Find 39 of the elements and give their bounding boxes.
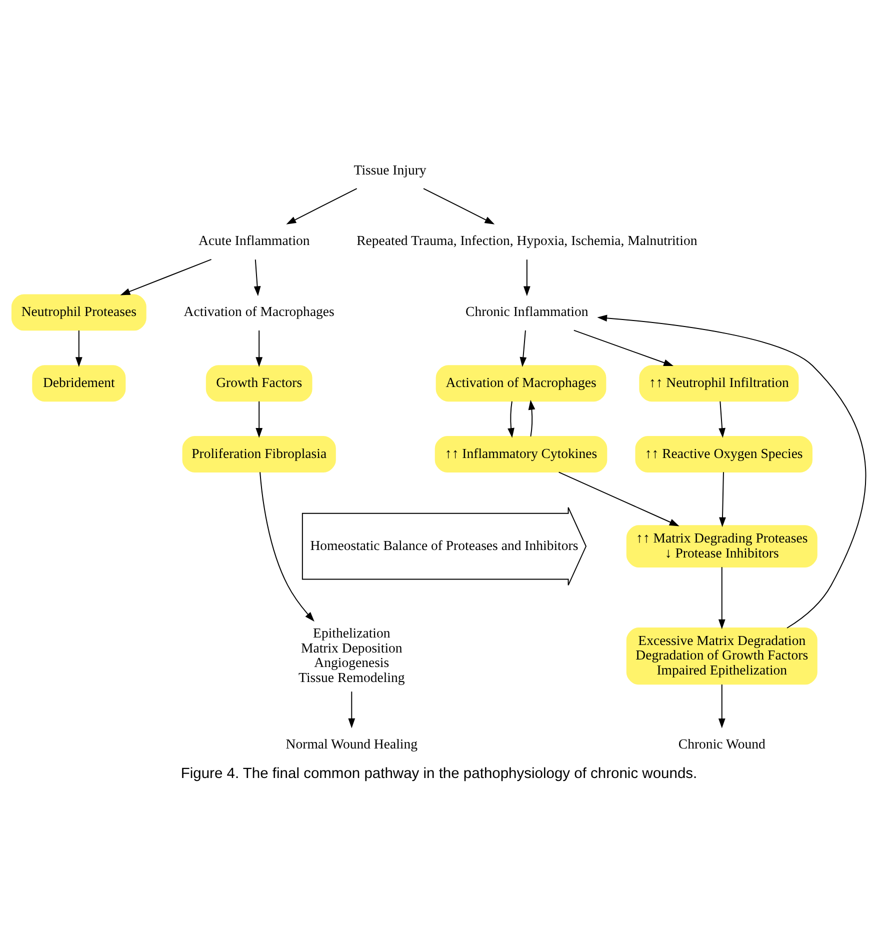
arrow [348,691,356,728]
node-text: Chronic Wound [678,736,766,752]
node-text: Epithelization Matrix Deposition Angiogenesis Tissue Remodeling [298,626,405,685]
arrow [508,400,514,438]
arrow [423,188,495,224]
node-text: Normal Wound Healing [286,736,418,752]
caption: Figure 4. The final common pathway in the pathophysiology of chronic wounds. [180,766,698,782]
arrow [719,472,726,528]
arrow [120,258,212,296]
arrow [573,330,674,366]
arrow [520,330,527,368]
arrow [75,330,82,368]
node-text: Repeated Trauma, Infection, Hypoxia, Ischemia, Malnutrition [356,233,698,248]
node-box: Proliferation Fibroplasia [182,436,336,472]
node-box: Growth Factors [206,365,312,402]
arrow [256,330,263,368]
node-box: Neutrophil Proteases [11,294,146,331]
arrow [558,472,680,526]
node-text: Chronic Inflammation [466,304,588,320]
node-box: Debridement [32,365,126,402]
node-box: ↑↑ Inflammatory Cytokines [434,436,608,472]
arrow [260,472,314,622]
arrow [528,400,536,437]
node-box: ↑↑ Neutrophil Infiltration [639,365,799,402]
node-box: Excessive Matrix Degradation Degradation of Growth Factors Impaired Epithelization [626,628,818,685]
arrow [718,400,726,438]
node-text: Tissue Injury [354,162,426,178]
arrow [597,314,866,628]
arrow [286,188,358,224]
arrow [256,400,263,438]
node-box: Activation of Macrophages [436,365,606,402]
arrow [718,566,726,630]
node-text: Activation of Macrophages [184,304,334,320]
node-text: Acute Inflammation [198,233,310,248]
node-box: ↑↑ Reactive Oxygen Species [635,436,812,472]
node-box: ↑↑ Matrix Degrading Proteases ↓ Protease Inhibitors [626,525,818,568]
arrow [254,259,261,296]
arrow [718,684,726,728]
arrow [523,259,530,296]
